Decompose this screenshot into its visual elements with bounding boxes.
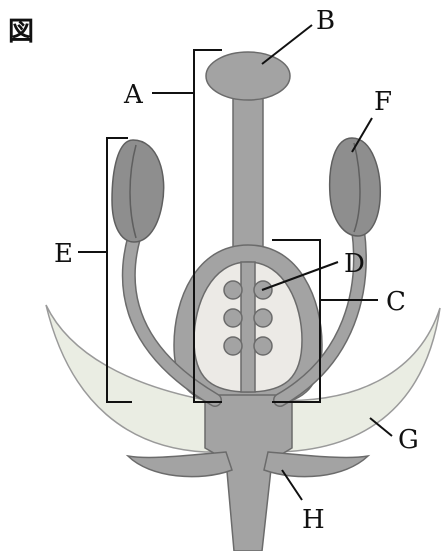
label-d: D <box>344 249 365 279</box>
label-c: C <box>386 287 406 317</box>
pistil-style <box>233 90 263 258</box>
label-h: H <box>302 505 325 535</box>
ovule <box>224 309 242 327</box>
ovule <box>254 309 272 327</box>
figure-title: 図 <box>8 17 34 47</box>
ovule <box>224 281 242 299</box>
ovule <box>224 337 242 355</box>
label-e: E <box>54 239 73 269</box>
sepal-right <box>264 452 368 477</box>
label-a: A <box>123 80 144 110</box>
stigma <box>206 52 290 100</box>
label-g: G <box>398 425 419 455</box>
leader-b <box>262 25 312 64</box>
ovary-septum <box>241 262 255 392</box>
sepal-left <box>128 452 232 477</box>
ovule <box>254 337 272 355</box>
label-f: F <box>374 87 392 117</box>
anther-right <box>330 138 381 236</box>
label-b: B <box>316 6 335 36</box>
anther-left <box>112 140 164 242</box>
